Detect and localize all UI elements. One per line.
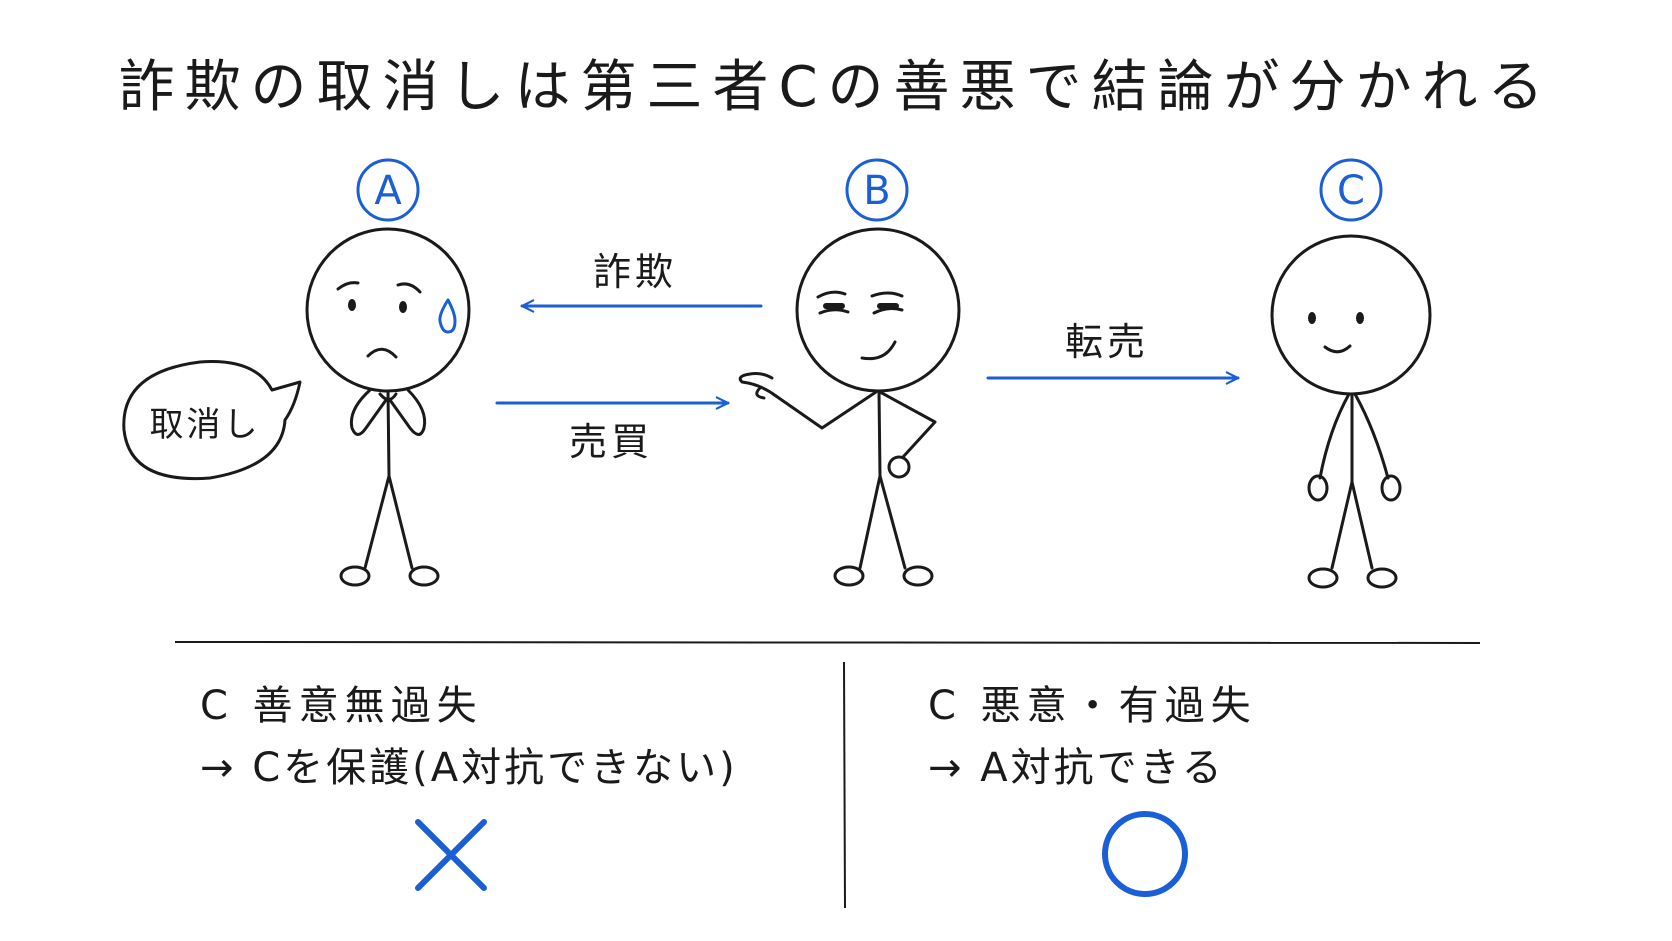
sweat-drop-icon [438, 298, 457, 334]
cross-icon [415, 819, 487, 891]
left-condition: C 善意無過失 [200, 683, 483, 729]
page-title: 詐欺の取消しは第三者Cの善悪で結論が分かれる [118, 55, 1554, 120]
person-a-head [305, 227, 471, 393]
person-b-figure [738, 227, 961, 587]
person-c-label: C [1319, 158, 1383, 222]
person-c-figure [1270, 234, 1432, 589]
resale-arrow: 転売 [986, 320, 1240, 385]
person-a-figure [305, 227, 471, 587]
sale-arrow: 売買 [495, 396, 730, 464]
fraud-label: 詐欺 [593, 250, 677, 294]
right-result: → A対抗できる [928, 745, 1225, 791]
fraud-arrow: 詐欺 [520, 250, 763, 313]
person-c-letter: C [1337, 168, 1365, 214]
person-a-label: A [356, 158, 420, 222]
resale-label: 転売 [1065, 320, 1149, 364]
right-condition: C 悪意・有過失 [928, 683, 1257, 729]
horizontal-divider [174, 641, 1481, 644]
sale-label: 売買 [569, 420, 653, 464]
circle-icon [1102, 811, 1188, 897]
left-result: → Cを保護(A対抗できない) [200, 745, 738, 791]
speech-bubble: 取消し [122, 360, 302, 481]
speech-bubble-text: 取消し [150, 405, 261, 445]
person-a-letter: A [374, 168, 402, 214]
vertical-divider [843, 661, 846, 909]
person-b-letter: B [863, 168, 890, 214]
person-c-head [1270, 234, 1432, 396]
person-b-label: B [845, 158, 909, 222]
